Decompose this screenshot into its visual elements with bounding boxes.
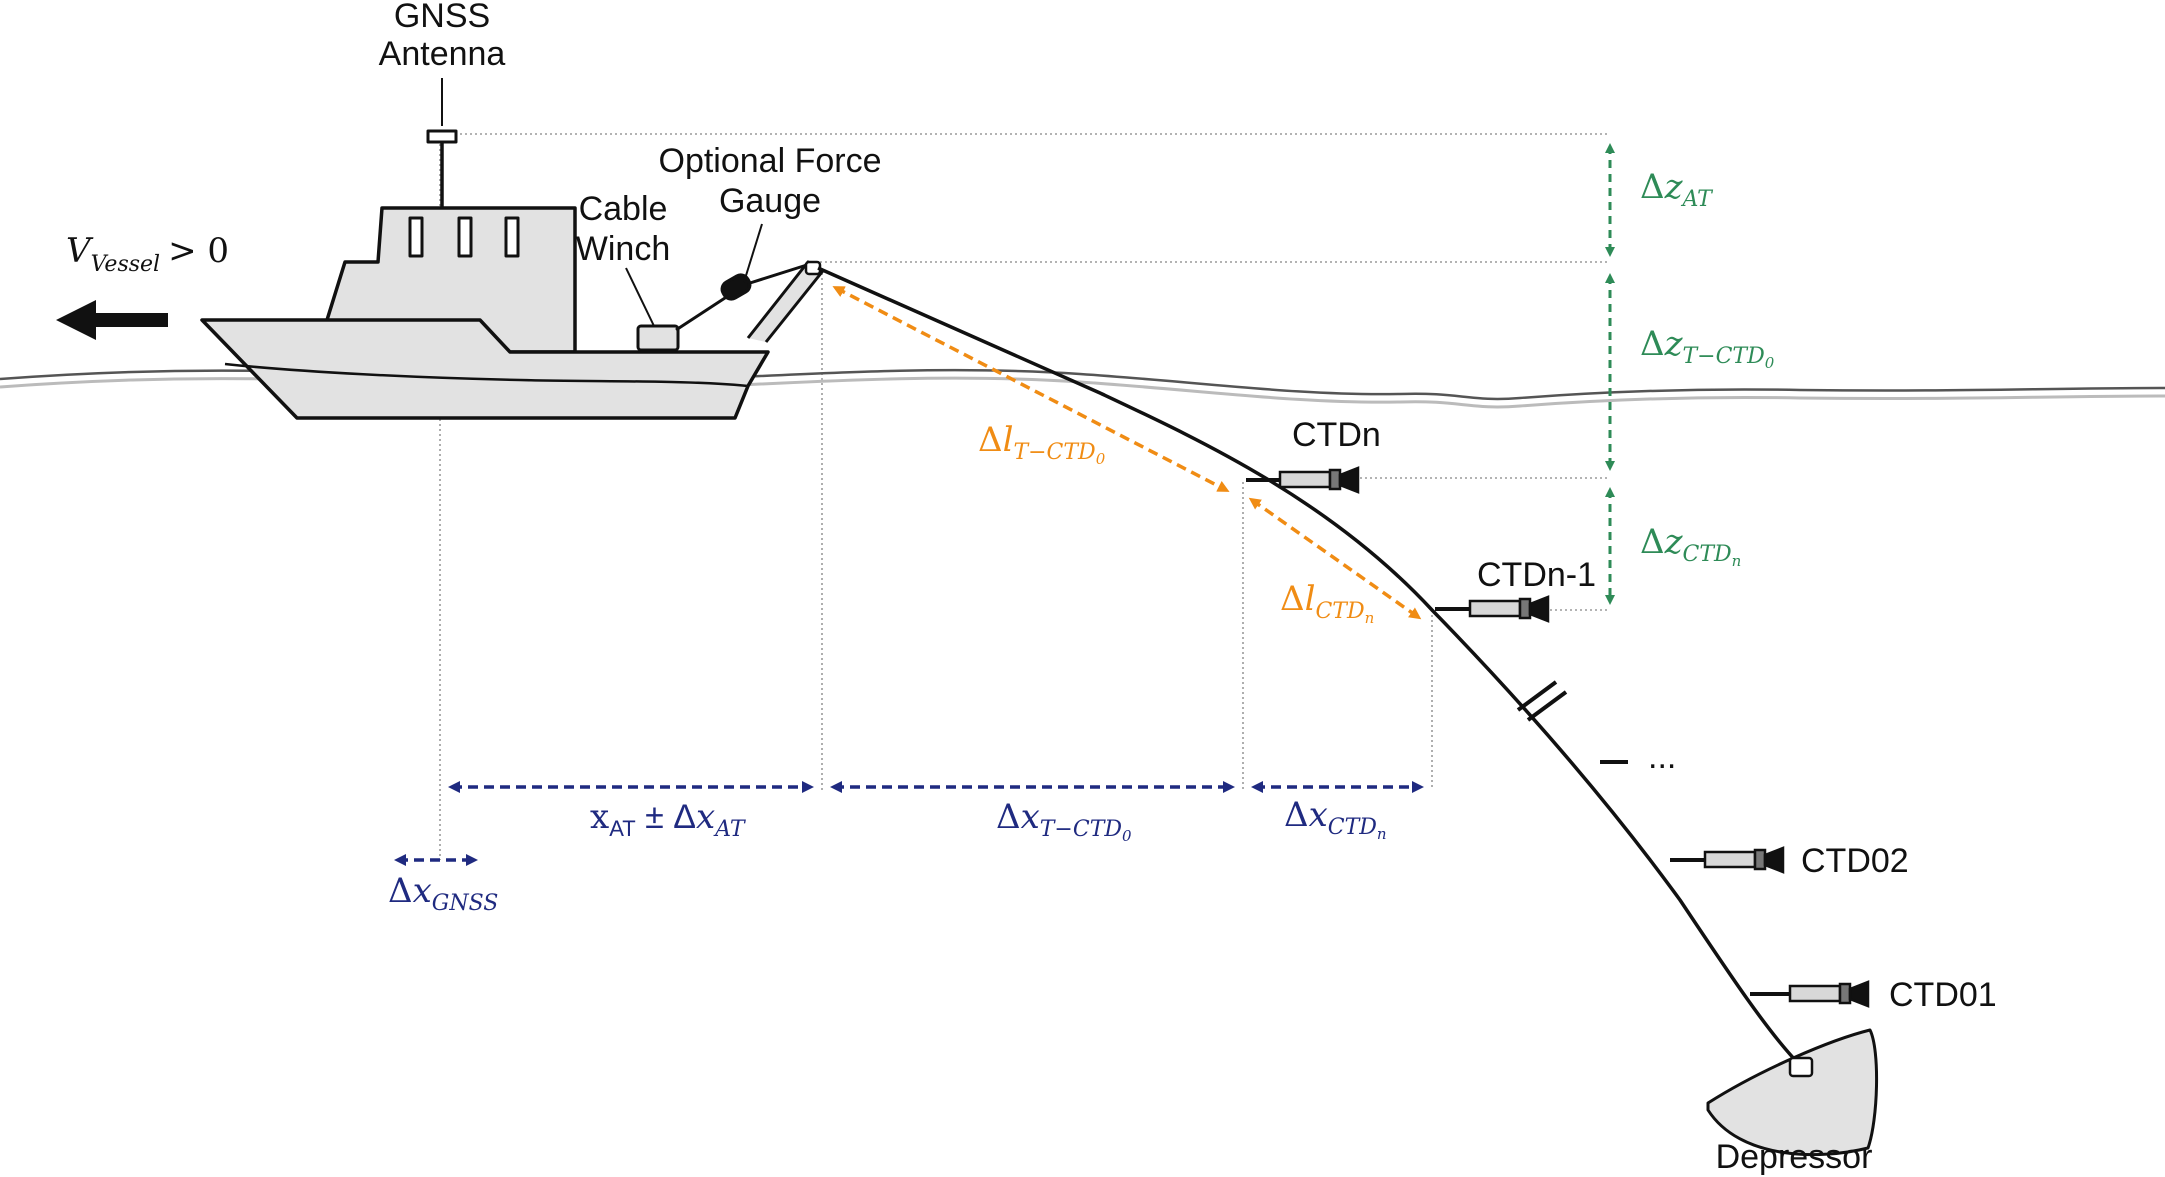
ctd-n-minus-1-label: CTDn-1 xyxy=(1477,556,1596,594)
vessel-hull xyxy=(200,318,770,420)
vessel xyxy=(200,129,824,420)
text-labels: GNSS Antenna Optional Force Gauge Cable … xyxy=(66,0,1997,1176)
gnss-antenna-icon xyxy=(426,129,458,144)
winch-cable xyxy=(749,262,811,285)
ellipsis-label: ... xyxy=(1648,738,1676,776)
velocity-label: VVessel> 0 xyxy=(66,231,229,277)
delta-z-at-label: ΔzAT xyxy=(1640,167,1714,212)
delta-x-t-ctd0-label: ΔxT−CTD0 xyxy=(996,797,1132,845)
ctd-n-label: CTDn xyxy=(1292,416,1381,454)
gnss-antenna-label: Antenna xyxy=(379,35,506,73)
winch-cable xyxy=(675,294,729,332)
depressor-label: Depressor xyxy=(1716,1138,1873,1176)
delta-x-ctdn-label: ΔxCTDn xyxy=(1284,795,1387,843)
cable-length-arrows xyxy=(832,286,1422,620)
force-gauge-label: Gauge xyxy=(719,182,821,220)
cable-winch-icon xyxy=(636,324,680,352)
cabin-window xyxy=(504,216,520,258)
delta-z-ctdn-label: ΔzCTDn xyxy=(1640,522,1741,570)
horizontal-offset-arrows xyxy=(394,781,1424,866)
ctd-n-instrument xyxy=(1246,466,1360,494)
cable-winch-label: Cable xyxy=(579,190,668,228)
cabin-window xyxy=(408,216,424,258)
cabin-window xyxy=(457,216,473,258)
ctd-01-instrument xyxy=(1750,980,1870,1008)
delta-x-gnss-label: ΔxGNSS xyxy=(388,871,498,916)
cable-winch-label: Winch xyxy=(576,230,670,268)
x-at-label: xAT ± ΔxAT xyxy=(590,797,747,842)
cable-break-mark xyxy=(1516,680,1558,712)
delta-l-ctdn-arrow xyxy=(1248,497,1422,620)
delta-z-t-ctd0-label: ΔzT−CTD0 xyxy=(1640,324,1775,372)
cable-winch-leader xyxy=(625,267,655,327)
direction-arrow xyxy=(56,300,168,340)
delta-l-t-ctd0-arrow xyxy=(832,286,1230,492)
force-gauge-icon xyxy=(720,273,752,301)
ctd-02-label: CTD02 xyxy=(1801,842,1909,880)
delta-l-t-ctd0-label: ΔlT−CTD0 xyxy=(978,420,1106,468)
delta-l-ctdn-label: ΔlCTDn xyxy=(1280,579,1374,627)
cable-break-mark xyxy=(1526,690,1568,722)
gnss-antenna-label: GNSS xyxy=(394,0,490,35)
depressor-icon xyxy=(1706,1028,1879,1157)
force-gauge-label: Optional Force xyxy=(659,142,882,180)
tow-cable xyxy=(817,266,1802,1067)
force-gauge-leader xyxy=(743,223,763,283)
tow-point-sheave xyxy=(804,260,822,276)
ctd-02-instrument xyxy=(1670,846,1785,874)
ctd-n-minus-1-instrument xyxy=(1435,595,1550,623)
ctd-01-label: CTD01 xyxy=(1889,976,1997,1014)
hull-waterline xyxy=(224,362,749,388)
ctd-instruments xyxy=(1246,466,1870,1008)
